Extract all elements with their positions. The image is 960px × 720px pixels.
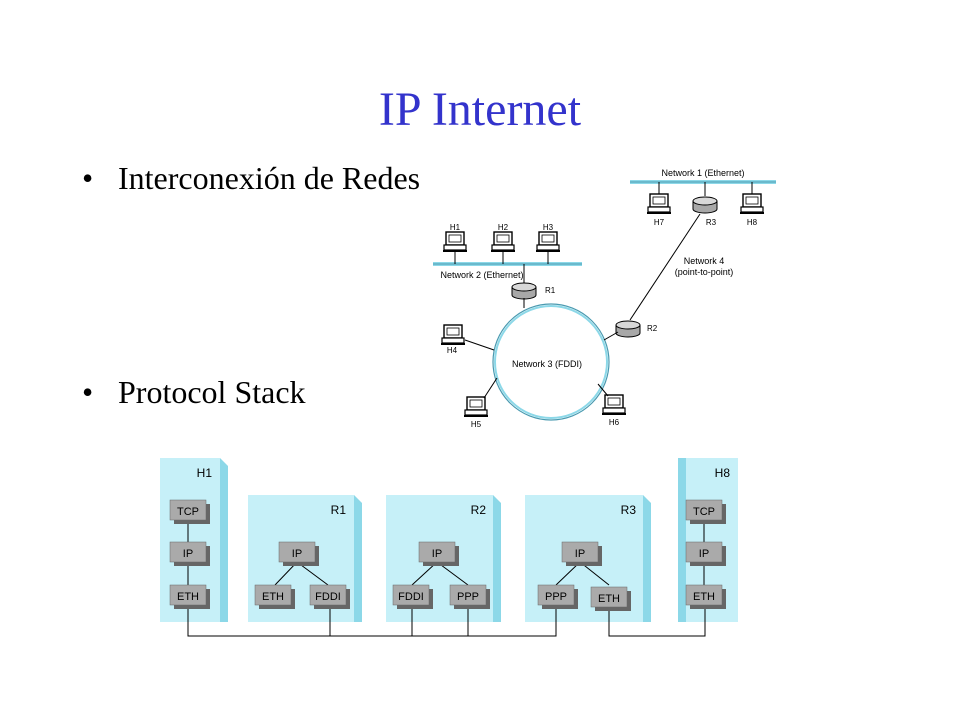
host-h8-label: H8	[747, 218, 758, 227]
layer-label: ETH	[262, 591, 284, 603]
stack-h1-name: H1	[197, 466, 213, 480]
layer-h8-eth: ETH	[685, 584, 727, 610]
link-r2-r3	[467, 605, 557, 637]
layer-label: IP	[292, 548, 302, 560]
layer-r1-fddi: FDDI	[309, 584, 351, 610]
host-h3-label: H3	[543, 223, 554, 232]
stack-r2-name: R2	[471, 503, 487, 517]
layer-r3-ip: IP	[561, 541, 603, 567]
layer-label: ETH	[693, 591, 715, 603]
layer-h8-tcp: TCP	[685, 499, 727, 525]
layer-r1-ip: IP	[278, 541, 320, 567]
host-h4-label: H4	[447, 346, 458, 355]
network1-label: Network 1 (Ethernet)	[661, 168, 744, 178]
layer-label: IP	[432, 548, 442, 560]
layer-label: TCP	[177, 506, 199, 518]
layer-label: PPP	[457, 591, 479, 603]
host-h1-label: H1	[450, 223, 461, 232]
network4-label-line2: (point-to-point)	[675, 267, 734, 277]
router-r2-label: R2	[647, 324, 658, 333]
layer-h8-ip: IP	[685, 541, 727, 567]
layer-label: IP	[575, 548, 585, 560]
layer-label: PPP	[545, 591, 567, 603]
network4-link	[629, 213, 701, 321]
layer-label: ETH	[177, 591, 199, 603]
bullet-dot: •	[82, 374, 94, 410]
stack-h8-name: H8	[715, 466, 731, 480]
host-h2-label: H2	[498, 223, 509, 232]
layer-h1-tcp: TCP	[169, 499, 211, 525]
link-r3-h8	[608, 605, 706, 637]
layer-r3-eth: ETH	[590, 586, 632, 612]
layer-r1-eth: ETH	[254, 584, 296, 610]
host-h5-label: H5	[471, 420, 482, 429]
stack-r3-name: R3	[621, 503, 637, 517]
slide-title: IP Internet	[378, 83, 582, 136]
layer-r3-ppp: PPP	[537, 584, 579, 610]
network3-ring	[492, 303, 610, 421]
router-r3-label: R3	[706, 218, 717, 227]
layer-label: TCP	[693, 506, 715, 518]
router-r1-label: R1	[545, 286, 556, 295]
network3-label: Network 3 (FDDI)	[512, 359, 582, 369]
bullet-text: Protocol Stack	[118, 374, 306, 410]
layer-label: IP	[183, 548, 193, 560]
layer-r2-ip: IP	[418, 541, 460, 567]
network4-label-line1: Network 4	[684, 256, 725, 266]
layer-label: FDDI	[398, 591, 424, 603]
layer-r2-fddi: FDDI	[392, 584, 434, 610]
link-h1-r1	[187, 605, 331, 637]
layer-label: ETH	[598, 593, 620, 605]
stack-r1-name: R1	[331, 503, 347, 517]
host-h7-label: H7	[654, 218, 665, 227]
host-h6-label: H6	[609, 418, 620, 427]
bullet-text: Interconexión de Redes	[118, 160, 421, 196]
network2-label: Network 2 (Ethernet)	[440, 270, 523, 280]
layer-label: IP	[699, 548, 709, 560]
layer-r2-ppp: PPP	[449, 584, 491, 610]
bullet-dot: •	[82, 160, 94, 196]
layer-label: FDDI	[315, 591, 341, 603]
layer-h1-eth: ETH	[169, 584, 211, 610]
layer-h1-ip: IP	[169, 541, 211, 567]
